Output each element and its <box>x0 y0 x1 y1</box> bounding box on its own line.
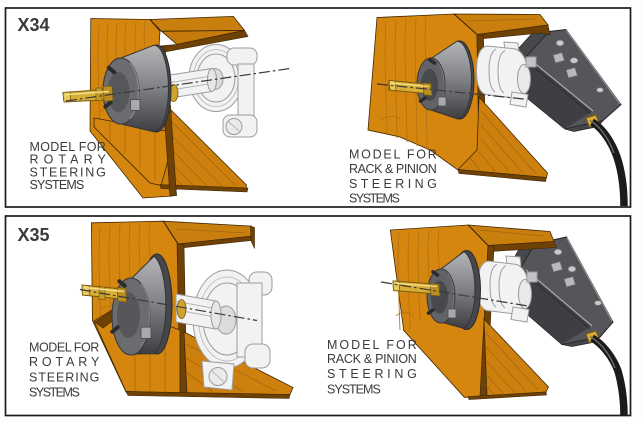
svg-text:RACK & PINION: RACK & PINION <box>327 352 417 366</box>
svg-text:SYSTEMS: SYSTEMS <box>349 192 400 206</box>
svg-text:STEERING: STEERING <box>30 165 107 179</box>
svg-text:MODEL FOR: MODEL FOR <box>349 148 437 162</box>
svg-text:X34: X34 <box>18 15 50 35</box>
svg-text:SYSTEMS: SYSTEMS <box>30 178 85 192</box>
svg-text:STEERING: STEERING <box>29 370 100 384</box>
svg-text:MODEL FOR: MODEL FOR <box>30 140 107 154</box>
svg-text:RACK & PINION: RACK & PINION <box>349 162 437 176</box>
svg-text:MODEL FOR: MODEL FOR <box>327 338 417 352</box>
svg-text:SYSTEMS: SYSTEMS <box>29 386 80 400</box>
svg-text:X35: X35 <box>18 225 50 245</box>
svg-text:SYSTEMS: SYSTEMS <box>327 383 381 397</box>
svg-text:MODEL FOR: MODEL FOR <box>29 341 100 355</box>
